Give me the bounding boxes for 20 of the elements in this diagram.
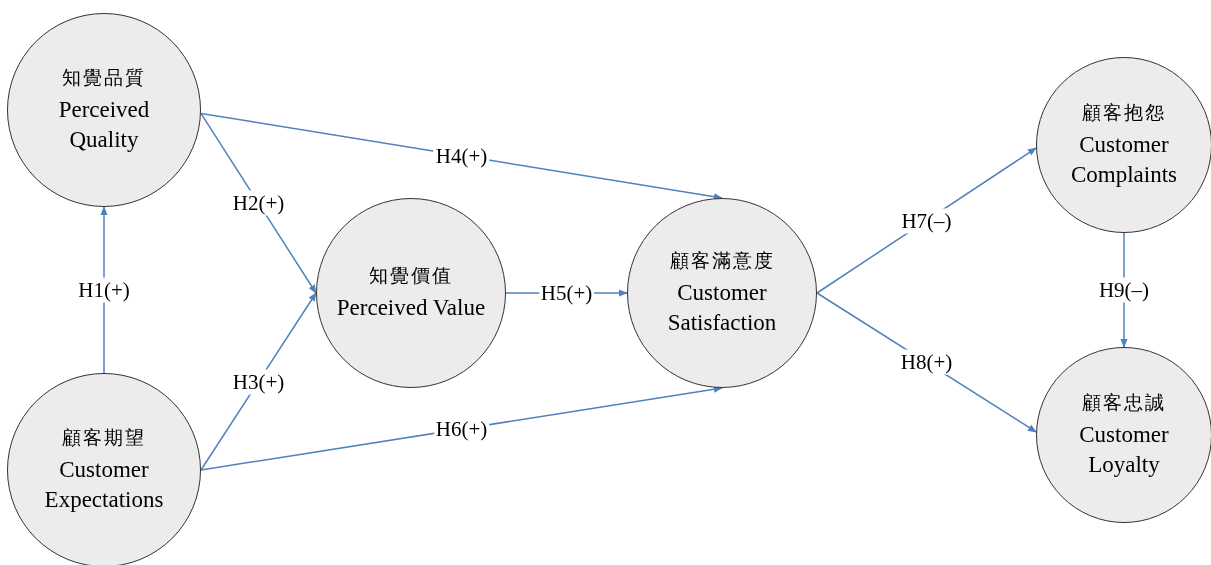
chinese-label: 知覺品質	[62, 65, 146, 90]
chinese-label: 顧客忠誠	[1082, 390, 1166, 415]
edge-label: H9(–)	[1096, 277, 1152, 303]
edge-label: H7(–)	[899, 208, 954, 234]
arrow	[200, 385, 723, 471]
chinese-label: 知覺價值	[369, 263, 453, 288]
edge-label: H2(+)	[230, 190, 287, 216]
english-label: Customer Expectations	[43, 456, 165, 514]
english-label: Customer Complaints	[1069, 131, 1179, 189]
chinese-label: 顧客期望	[62, 425, 146, 450]
edge-label: H3(+)	[230, 369, 287, 394]
chinese-label: 顧客滿意度	[669, 248, 775, 273]
english-label: Perceived Quality	[57, 96, 151, 154]
english-label: Customer Loyalty	[1078, 421, 1170, 479]
chinese-label: 顧客抱怨	[1082, 100, 1166, 125]
edge-label: H8(+)	[898, 349, 955, 375]
english-label: Customer Satisfaction	[666, 279, 778, 337]
english-label: Perceived Value	[335, 294, 487, 322]
arrow	[200, 112, 723, 201]
edge-label: H1(+)	[76, 277, 132, 303]
